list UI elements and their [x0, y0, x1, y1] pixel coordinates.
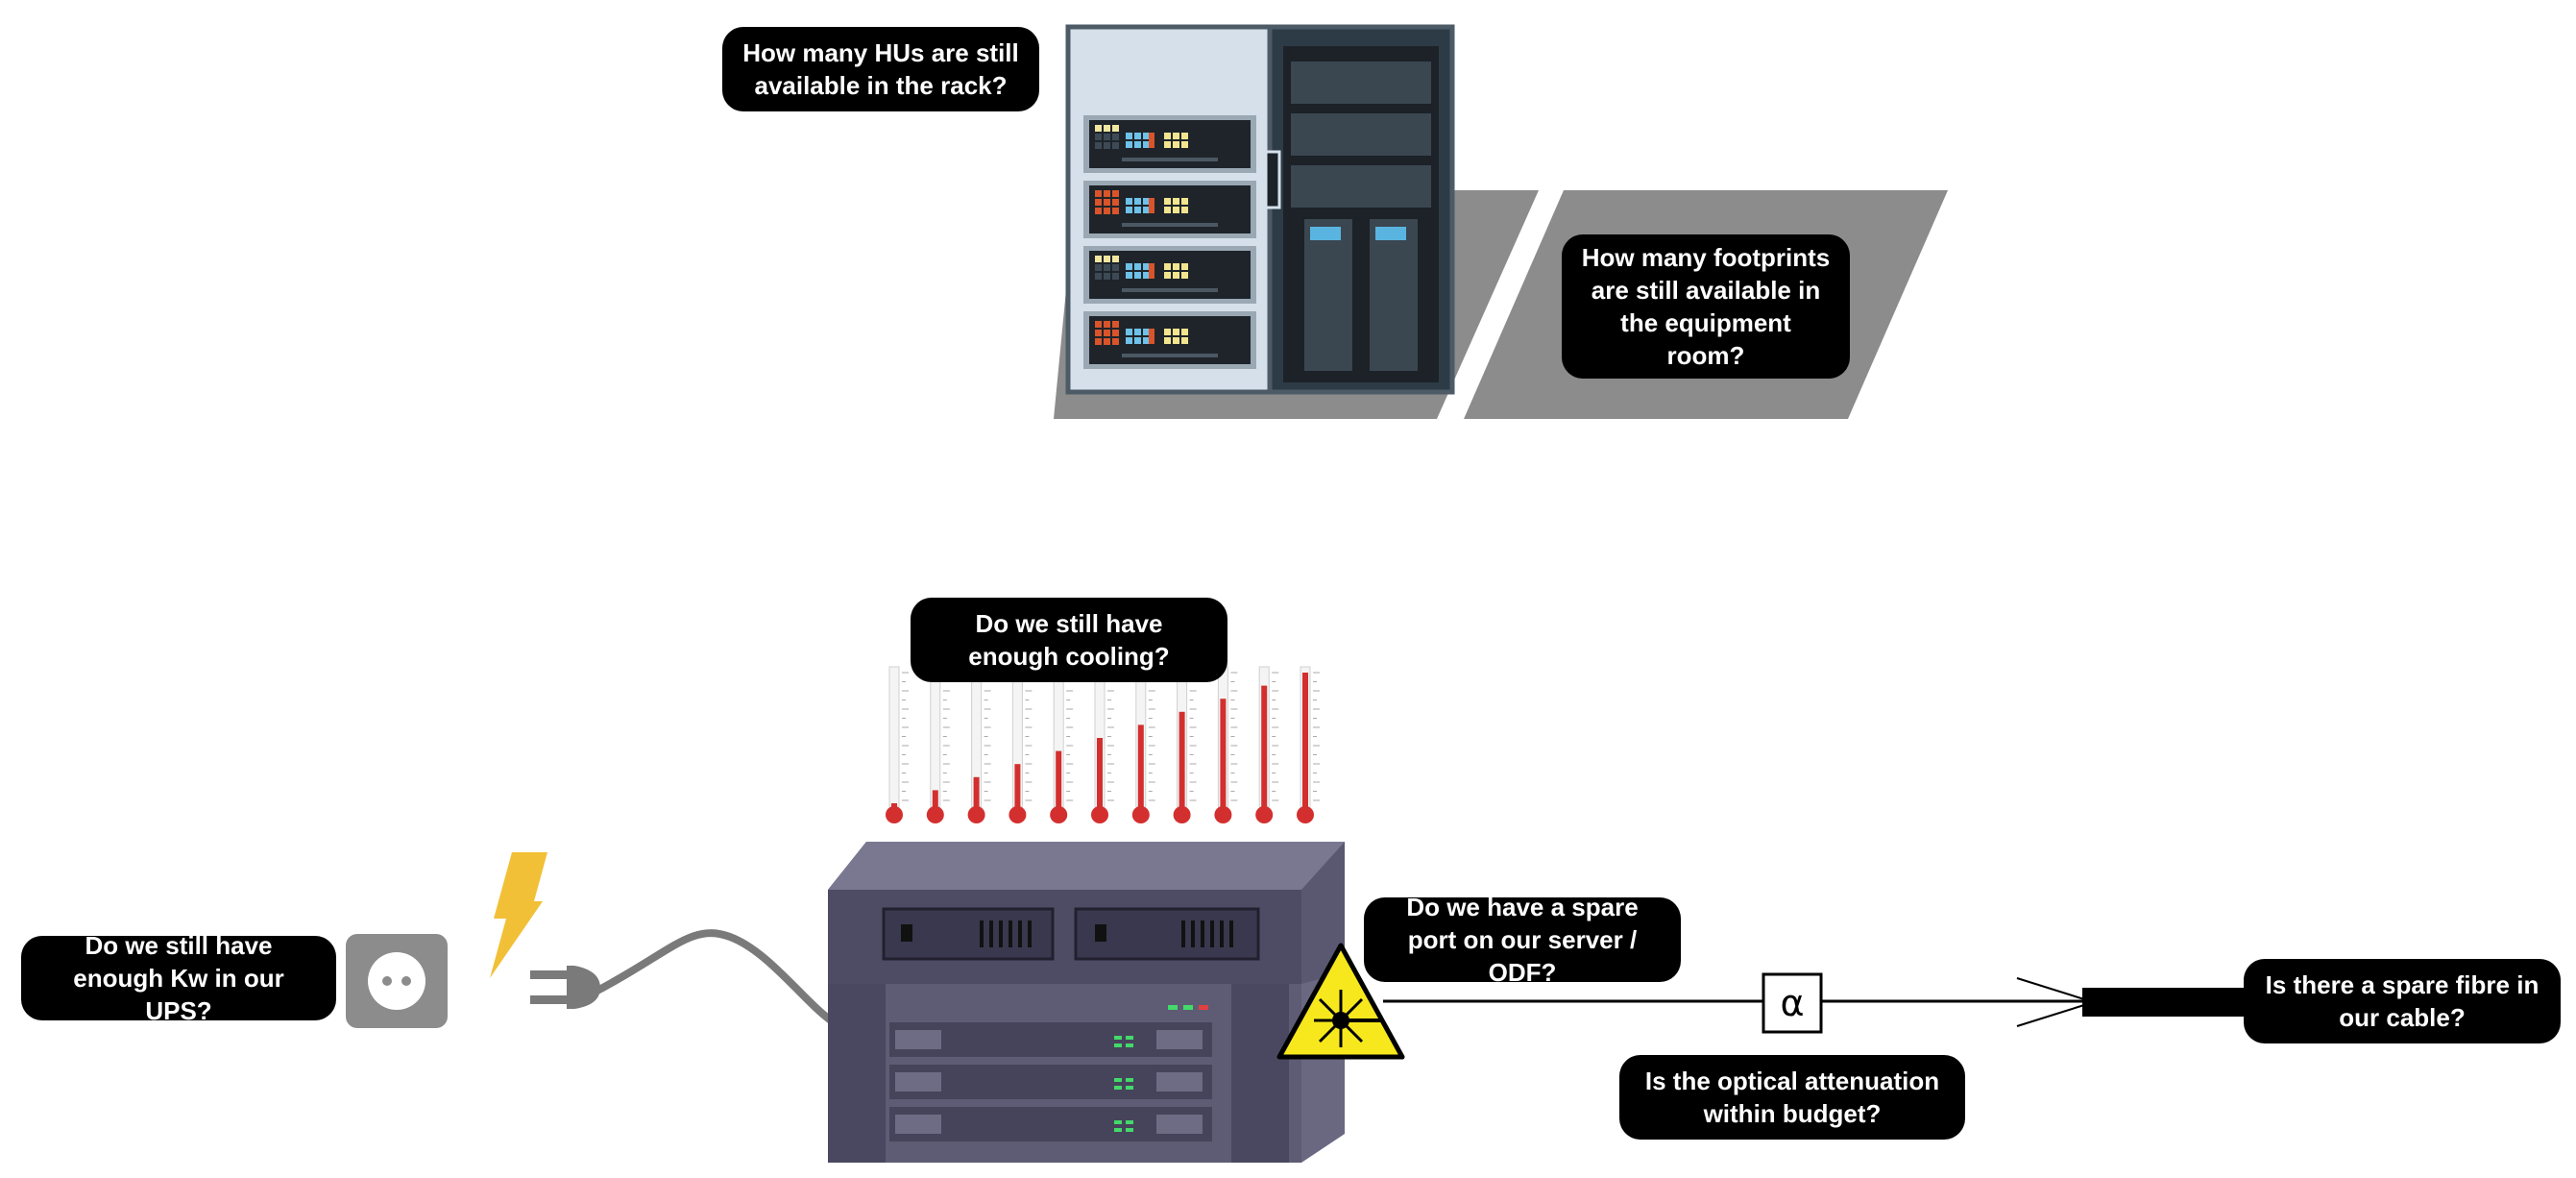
question-spare-port: Do we have a spare port on our server / … [1364, 893, 1681, 987]
question-footprints: How many footprints are still available … [1562, 234, 1850, 379]
rack-unit [1083, 181, 1256, 238]
thermometer-mercury [973, 776, 980, 811]
power-plug-icon [530, 929, 834, 1024]
thermometer-mercury [1302, 673, 1308, 811]
question-spare-fibre: Is there a spare fibre in our cable? [2244, 959, 2561, 1043]
thermometer-mercury [1179, 711, 1185, 811]
attenuation-symbol: α [1780, 982, 1804, 1024]
thermometer-mercury [932, 790, 938, 811]
rack-cabinet-icon [1065, 24, 1455, 395]
thermometer-icon [1173, 666, 1197, 823]
thermometer-icon [1297, 666, 1320, 823]
thermometer-icon [1091, 666, 1114, 823]
server-stack-icon [828, 842, 1345, 1163]
thermometer-icon [1255, 666, 1279, 823]
thermometer-mercury [1220, 699, 1227, 811]
rack-unit [1083, 115, 1256, 173]
question-ups: Do we still have enough Kw in our UPS? [21, 931, 336, 1025]
rack-unit [1083, 246, 1256, 304]
laser-warning-icon [1276, 943, 1405, 1060]
rack-unit [1083, 311, 1256, 369]
thermometer-icon [1009, 666, 1033, 823]
thermometer-icon [926, 666, 950, 823]
wall-socket-icon [346, 934, 448, 1028]
thermometer-mercury [1056, 750, 1062, 811]
thermometer-mercury [1261, 685, 1268, 811]
attenuation-box [1762, 972, 1823, 1034]
fibre-cable-icon [1383, 977, 2255, 1027]
question-cooling: Do we still have enough cooling? [911, 598, 1227, 682]
question-rack-hus: How many HUs are still available in the … [722, 27, 1039, 111]
thermometer-mercury [1137, 724, 1144, 811]
question-attenuation: Is the optical attenuation within budget… [1619, 1055, 1965, 1140]
thermometer-icon [1214, 666, 1238, 823]
thermometer-mercury [1014, 764, 1021, 811]
thermometer-mercury [1097, 738, 1103, 811]
thermometer-icon [967, 666, 991, 823]
thermometer-group [886, 666, 1320, 823]
thermometer-icon [886, 666, 909, 823]
lightning-icon [490, 852, 547, 978]
thermometer-icon [1131, 666, 1155, 823]
thermometer-icon [1050, 666, 1074, 823]
